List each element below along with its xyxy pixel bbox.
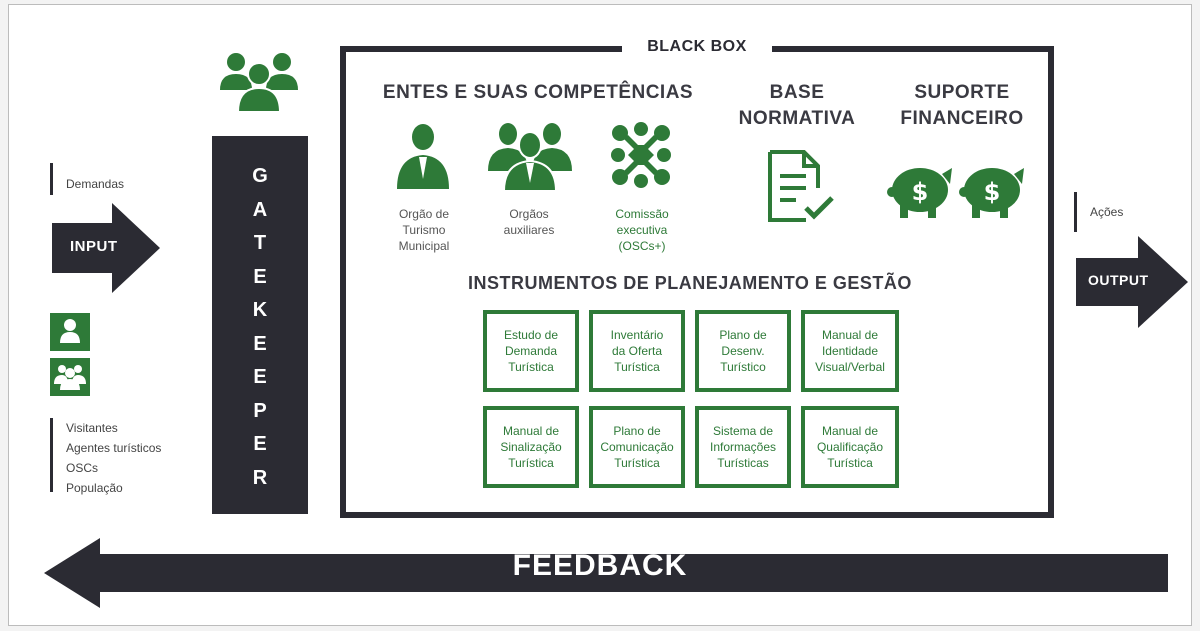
- gatekeeper-letter: G: [252, 165, 268, 187]
- suporte-heading: SUPORTE FINANCEIRO: [882, 80, 1042, 132]
- actions-label: Ações: [1090, 205, 1124, 219]
- document-check-icon: [768, 150, 834, 222]
- input-arrow: [52, 203, 160, 293]
- instrument-line: Sistema de: [712, 424, 774, 438]
- entes-caption-1: Orgão de Turismo Municipal: [398, 207, 450, 253]
- instrument-line: Comunicação: [600, 440, 674, 454]
- network-icon: [611, 122, 671, 188]
- actors-marker: [50, 418, 53, 492]
- instrument-line: Turística: [508, 456, 554, 470]
- actors-list: Visitantes Agentes turísticos OSCs Popul…: [66, 418, 161, 498]
- instrument-line: Desenv.: [721, 344, 765, 358]
- gatekeeper-letter: T: [253, 232, 267, 254]
- entes-caption-2: Orgãos auxiliares: [503, 207, 555, 237]
- instrument-line: Turístico: [720, 360, 766, 374]
- multi-user-icon: [50, 358, 90, 396]
- actions-marker: [1074, 192, 1077, 232]
- instrument-line: Manual de: [502, 424, 560, 438]
- suporte-heading-line: SUPORTE: [914, 82, 1010, 103]
- group-icon: [220, 53, 298, 113]
- entes-caption-3: Comissão executiva (OSCs+): [615, 207, 669, 253]
- instrumentos-heading: INSTRUMENTOS DE PLANEJAMENTO E GESTÃO: [468, 273, 912, 293]
- instrument-card: Plano de Desenv. Turístico: [695, 310, 791, 392]
- piggy-bank-icon: $: [959, 168, 1024, 218]
- suporte-heading-line: FINANCEIRO: [900, 108, 1024, 129]
- instrument-line: Turísticas: [717, 456, 769, 470]
- instrument-line: Turística: [508, 360, 554, 374]
- gatekeeper-letter: R: [252, 466, 268, 489]
- actor-item: Visitantes: [66, 421, 118, 435]
- instrument-line: Visual/Verbal: [815, 360, 885, 374]
- instrument-line: da Oferta: [611, 344, 662, 358]
- gatekeeper-letter: E: [253, 332, 267, 355]
- group-icon: [488, 123, 572, 191]
- entes-heading: ENTES E SUAS COMPETÊNCIAS: [382, 82, 694, 103]
- base-heading-line: NORMATIVA: [738, 108, 856, 129]
- instrument-line: Manual de: [821, 424, 879, 438]
- single-user-icon: [50, 313, 90, 351]
- dollar-symbol: $: [984, 178, 1001, 206]
- gatekeeper-label: G A T E K E E P E R: [212, 160, 308, 495]
- instrument-line: Plano de: [719, 328, 767, 342]
- gatekeeper-letter: E: [253, 433, 267, 455]
- gatekeeper-letter: P: [253, 399, 267, 422]
- base-heading: BASE NORMATIVA: [722, 80, 872, 132]
- input-label: INPUT: [70, 238, 118, 255]
- feedback-arrow: [44, 538, 1168, 608]
- instrument-line: Turística: [827, 456, 873, 470]
- instrument-line: Informações: [709, 440, 777, 454]
- output-arrow: [1076, 236, 1188, 328]
- feedback-label: FEEDBACK: [512, 549, 688, 582]
- demand-label: Demandas: [66, 177, 125, 191]
- piggy-bank-icon: $: [887, 168, 952, 218]
- demand-marker: [50, 163, 53, 195]
- actor-item: OSCs: [66, 461, 99, 475]
- gatekeeper-letter: A: [252, 198, 268, 221]
- instrument-line: Plano de: [613, 424, 661, 438]
- gatekeeper-column: G A T E K E E P E R: [212, 136, 308, 514]
- gatekeeper-letter: K: [252, 299, 268, 321]
- actor-item: População: [66, 481, 123, 495]
- instrument-line: Turística: [614, 456, 660, 470]
- base-heading-line: BASE: [769, 82, 825, 103]
- gatekeeper-letter: E: [253, 366, 267, 388]
- actor-item: Agentes turísticos: [66, 441, 162, 455]
- black-box-title: BLACK BOX: [622, 36, 772, 58]
- instrument-line: Sinalização: [500, 440, 562, 454]
- instrument-line: Inventário: [610, 328, 664, 342]
- gatekeeper-letter: E: [253, 265, 267, 288]
- person-icon: [397, 124, 449, 189]
- instrument-line: Estudo de: [503, 328, 559, 342]
- instrument-line: Turística: [614, 360, 660, 374]
- instrument-line: Qualificação: [816, 440, 884, 454]
- output-label: OUTPUT: [1088, 272, 1149, 288]
- dollar-symbol: $: [912, 178, 929, 206]
- instrument-line: Identidade: [821, 344, 879, 358]
- instrument-line: Demanda: [504, 344, 557, 358]
- instrument-line: Manual de: [821, 328, 879, 342]
